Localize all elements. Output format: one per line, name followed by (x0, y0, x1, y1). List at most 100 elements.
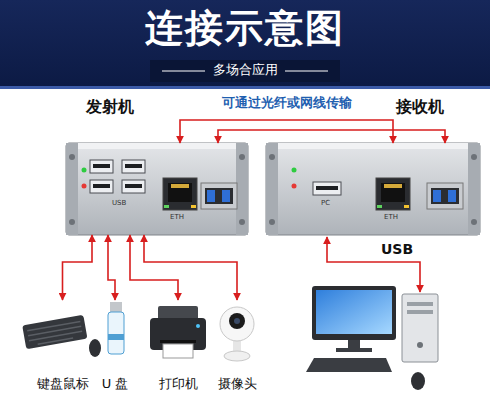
port-label: USB (112, 199, 126, 207)
transmitter-device (69, 154, 75, 160)
printer-icon (163, 344, 193, 358)
printer-icon (160, 340, 196, 343)
receiver-device (266, 143, 278, 235)
usb-port (93, 164, 110, 168)
edge-label: 可通过光纤或网线传输 (220, 95, 354, 111)
port-label: PC (321, 199, 330, 207)
receiver-device (471, 219, 477, 225)
receiver-device (292, 184, 297, 189)
sfp-port (448, 190, 456, 202)
usb-disk-icon (108, 302, 124, 354)
usb-port (122, 160, 145, 173)
computer-icon (336, 348, 372, 352)
receiver-device (266, 143, 480, 235)
rj45-port (404, 205, 409, 208)
transmitter-device (82, 184, 87, 189)
camera-icon (220, 307, 254, 341)
usb-port (316, 186, 338, 190)
title-banner (162, 71, 205, 72)
sfp-port (205, 188, 233, 204)
connector (218, 130, 445, 143)
printer-icon (196, 324, 200, 328)
cable-label: USB (381, 241, 413, 258)
keyboard-mouse-icon (22, 315, 101, 357)
transmitter-device (236, 143, 248, 235)
peripheral-label: 键盘鼠标 (20, 376, 105, 392)
usb-cable-line (327, 237, 420, 292)
usb-disk-icon (108, 312, 124, 354)
page-title: 连接示意图 (0, 6, 490, 52)
transmitter-device (82, 168, 87, 173)
peripheral-label: 摄像头 (215, 376, 259, 392)
transmitter-device (239, 219, 245, 225)
peripheral-box: 摄像头 (215, 300, 259, 396)
device-box: 发射机 (66, 143, 248, 235)
rj45-port (381, 183, 405, 202)
computer-icon (407, 302, 433, 306)
port-label: ETH (170, 213, 184, 221)
computer-icon (306, 358, 392, 372)
camera-icon (224, 351, 250, 361)
sfp-port (433, 190, 441, 202)
device-box: 接收机 (266, 143, 480, 235)
keyboard-mouse-icon (28, 326, 81, 335)
receiver-device (292, 168, 297, 173)
keyboard-mouse-icon (29, 331, 82, 340)
sfp-port (222, 190, 230, 202)
keyboard-mouse-icon (38, 338, 73, 344)
keyboard-mouse-icon (27, 321, 80, 330)
printer-icon (158, 306, 198, 320)
receiver-device (269, 219, 275, 225)
peripheral-label: U 盘 (95, 376, 135, 392)
transmitter-device (239, 154, 245, 160)
transmitter-device (66, 143, 248, 235)
rj45-port (171, 184, 189, 188)
sfp-port (431, 188, 459, 204)
peripheral-box: 键盘鼠标 (20, 300, 105, 396)
computer-icon (407, 310, 433, 314)
rj45-port (168, 183, 192, 202)
rj45-port (191, 205, 196, 208)
usb-port (125, 184, 142, 188)
sfp-port (427, 183, 463, 209)
connector (130, 235, 178, 300)
receiver-device (266, 143, 480, 235)
rj45-port (164, 205, 169, 208)
receiver-device (266, 143, 480, 149)
title-banner (0, 0, 490, 89)
usb-port (313, 182, 341, 195)
camera-icon (220, 307, 254, 361)
rj45-port (376, 178, 410, 210)
usb-port (90, 180, 113, 193)
keyboard-mouse-icon (22, 315, 87, 349)
title-banner (285, 71, 328, 72)
usb-port (125, 164, 142, 168)
camera-icon (233, 340, 241, 352)
keyboard-mouse-icon (22, 315, 87, 349)
device-heading: 发射机 (86, 97, 134, 116)
rj45-port (376, 178, 410, 210)
rj45-port (377, 205, 382, 208)
computer-icon (411, 372, 425, 390)
usb-port (313, 182, 341, 195)
receiver-device (269, 154, 275, 160)
camera-icon (234, 318, 240, 324)
sfp-port (201, 183, 237, 209)
computer-icon (306, 286, 438, 390)
computer-icon (312, 286, 396, 340)
rj45-port (163, 178, 197, 210)
transmitter-device (69, 219, 75, 225)
rj45-port (163, 178, 197, 210)
computer-icon (417, 342, 423, 348)
connector (108, 235, 115, 300)
subtitle: 多场合应用 (0, 62, 490, 78)
title-banner (0, 86, 490, 89)
receiver-device (471, 154, 477, 160)
usb-port (122, 180, 145, 193)
receiver-device (468, 143, 480, 235)
transmitter-device (66, 143, 248, 149)
port-label: ETH (384, 213, 398, 221)
computer-icon (402, 294, 438, 362)
computer-icon (316, 290, 392, 334)
transmitter-device (66, 143, 78, 235)
